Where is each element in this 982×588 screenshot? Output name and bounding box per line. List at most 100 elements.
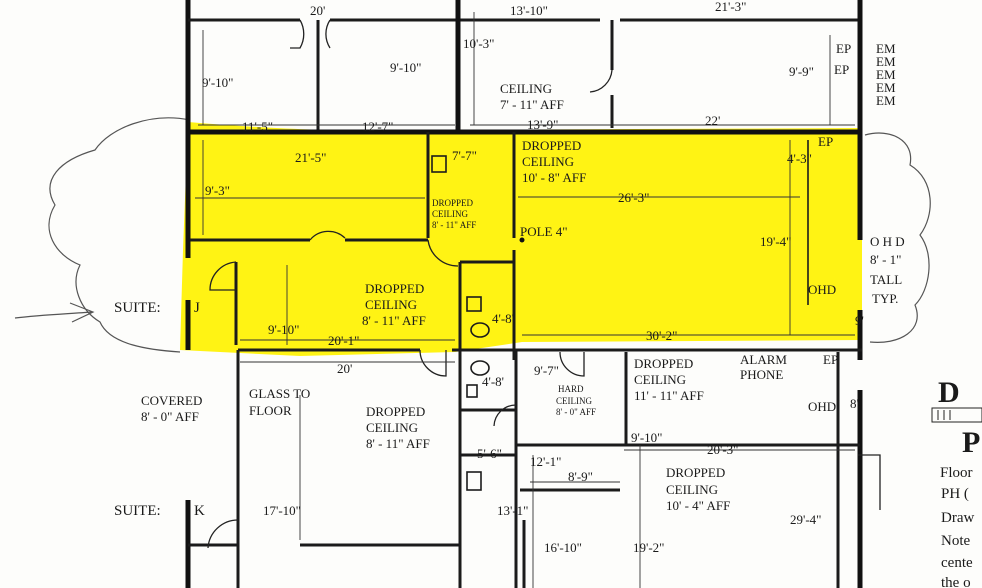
em-label: EM bbox=[876, 80, 896, 95]
dim-label: 9' bbox=[855, 313, 864, 328]
door-swings bbox=[207, 19, 881, 549]
dim-label: 5'-6" bbox=[477, 446, 502, 461]
title-text: Note bbox=[941, 533, 971, 549]
dim-label: 26'-3" bbox=[618, 190, 649, 205]
room-label: 10' - 8" AFF bbox=[522, 170, 586, 185]
ep-label: EP bbox=[818, 134, 833, 149]
title-text: cente bbox=[941, 555, 973, 571]
title-block: D P Floor PH ( Draw Note cente the o bbox=[931, 376, 982, 588]
ohd-note: TALL bbox=[870, 272, 902, 287]
room-label: FLOOR bbox=[249, 403, 292, 418]
dim-label: 7'-7" bbox=[452, 148, 477, 163]
dim-label: 8' bbox=[850, 396, 859, 411]
room-label: COVERED bbox=[141, 393, 202, 408]
room-label: 8' - 11" AFF bbox=[366, 436, 430, 451]
dim-label: 21'-5" bbox=[295, 150, 326, 165]
pole-label: POLE 4" bbox=[520, 224, 568, 239]
ohd-note: O H D bbox=[870, 234, 905, 249]
dim-label: 30'-2" bbox=[646, 328, 677, 343]
title-text: the o bbox=[941, 575, 971, 588]
room-label: GLASS TO bbox=[249, 386, 310, 401]
em-label: EM bbox=[876, 54, 896, 69]
dim-label: 12'-7" bbox=[362, 119, 393, 134]
dim-label: 20' bbox=[337, 361, 352, 376]
dim-label: 12'-1" bbox=[530, 454, 561, 469]
ep-label: EP bbox=[834, 62, 849, 77]
dim-label: 10'-3" bbox=[463, 36, 494, 51]
title-letter: D bbox=[938, 376, 960, 409]
dim-label: 9'-7" bbox=[534, 363, 559, 378]
dim-label: 13'-10" bbox=[510, 3, 548, 18]
room-label: 8' - 11" AFF bbox=[362, 313, 426, 328]
suite-k-label: SUITE: bbox=[114, 503, 161, 519]
room-label: CEILING bbox=[666, 482, 718, 497]
room-label: CEILING bbox=[522, 154, 574, 169]
room-label: 8' - 0" AFF bbox=[141, 409, 199, 424]
room-label: CEILING bbox=[366, 420, 418, 435]
room-label: 8' - 0" AFF bbox=[556, 407, 596, 417]
room-label: 10' - 4" AFF bbox=[666, 498, 730, 513]
ohd-note: 8' - 1" bbox=[870, 252, 901, 267]
dim-label: 11'-5" bbox=[242, 119, 273, 134]
dim-label: 9'-10" bbox=[202, 75, 233, 90]
alarm-label: PHONE bbox=[740, 367, 783, 382]
title-letter: P bbox=[962, 426, 980, 459]
dim-label: 21'-3" bbox=[715, 0, 746, 14]
title-text: Floor bbox=[940, 465, 973, 481]
dim-label: 9'-10" bbox=[390, 60, 421, 75]
pointer-arrow bbox=[14, 302, 95, 323]
room-label: HARD bbox=[558, 384, 584, 394]
suite-j-label: SUITE: bbox=[114, 300, 161, 316]
room-label: DROPPED bbox=[432, 198, 474, 208]
revision-cloud-right bbox=[864, 132, 931, 343]
room-label: DROPPED bbox=[522, 138, 581, 153]
dim-label: 8'-9" bbox=[568, 469, 593, 484]
dim-label: 22' bbox=[705, 113, 720, 128]
alarm-label: ALARM bbox=[740, 352, 787, 367]
title-text: PH ( bbox=[941, 486, 969, 502]
em-label: EM bbox=[876, 41, 896, 56]
dim-label: 20' bbox=[310, 3, 325, 18]
dim-label: 20'-1" bbox=[328, 333, 359, 348]
dimension-lines bbox=[195, 12, 855, 588]
room-label: CEILING bbox=[365, 297, 417, 312]
revision-cloud bbox=[48, 117, 191, 353]
room-label: 8' - 11" AFF bbox=[432, 220, 476, 230]
dim-label: 17'-10" bbox=[263, 503, 301, 518]
dim-label: 4'-3" bbox=[787, 151, 812, 166]
dim-label: 4'-8' bbox=[492, 311, 514, 326]
dim-label: 19'-2" bbox=[633, 540, 664, 555]
dim-label: 16'-10" bbox=[544, 540, 582, 555]
dimension-labels: 20' 13'-10" 21'-3" 10'-3" 9'-10" 9'-10" … bbox=[202, 0, 864, 555]
dim-label: 20'-3" bbox=[707, 442, 738, 457]
suite-j-letter: J bbox=[194, 300, 200, 316]
ep-label: EP bbox=[823, 352, 838, 367]
room-label: CEILING bbox=[556, 396, 592, 406]
room-label: DROPPED bbox=[666, 465, 725, 480]
dim-label: 4'-8' bbox=[482, 374, 504, 389]
dim-label: 29'-4" bbox=[790, 512, 821, 527]
room-label: CEILING bbox=[634, 372, 686, 387]
room-labels: CEILING 7' - 11" AFF EP EP EM EM EM EM E… bbox=[114, 41, 905, 519]
room-label: 7' - 11" AFF bbox=[500, 97, 564, 112]
suite-k-letter: K bbox=[194, 503, 205, 519]
room-label: DROPPED bbox=[365, 281, 424, 296]
dim-label: 9'-10" bbox=[268, 322, 299, 337]
ohd-label: OHD bbox=[808, 282, 836, 297]
title-text: Draw bbox=[941, 510, 974, 526]
walls bbox=[185, 0, 863, 588]
room-label: DROPPED bbox=[634, 356, 693, 371]
em-label: EM bbox=[876, 93, 896, 108]
dim-label: 9'-3" bbox=[205, 183, 230, 198]
ep-label: EP bbox=[836, 41, 851, 56]
ohd-note: TYP. bbox=[872, 291, 898, 306]
room-label: CEILING bbox=[500, 81, 552, 96]
room-label: DROPPED bbox=[366, 404, 425, 419]
dim-label: 9'-9" bbox=[789, 64, 814, 79]
room-label: 11' - 11" AFF bbox=[634, 388, 704, 403]
dim-label: 9'-10" bbox=[631, 430, 662, 445]
em-label: EM bbox=[876, 67, 896, 82]
ohd-label: OHD bbox=[808, 399, 836, 414]
dim-label: 13'-9" bbox=[527, 117, 558, 132]
